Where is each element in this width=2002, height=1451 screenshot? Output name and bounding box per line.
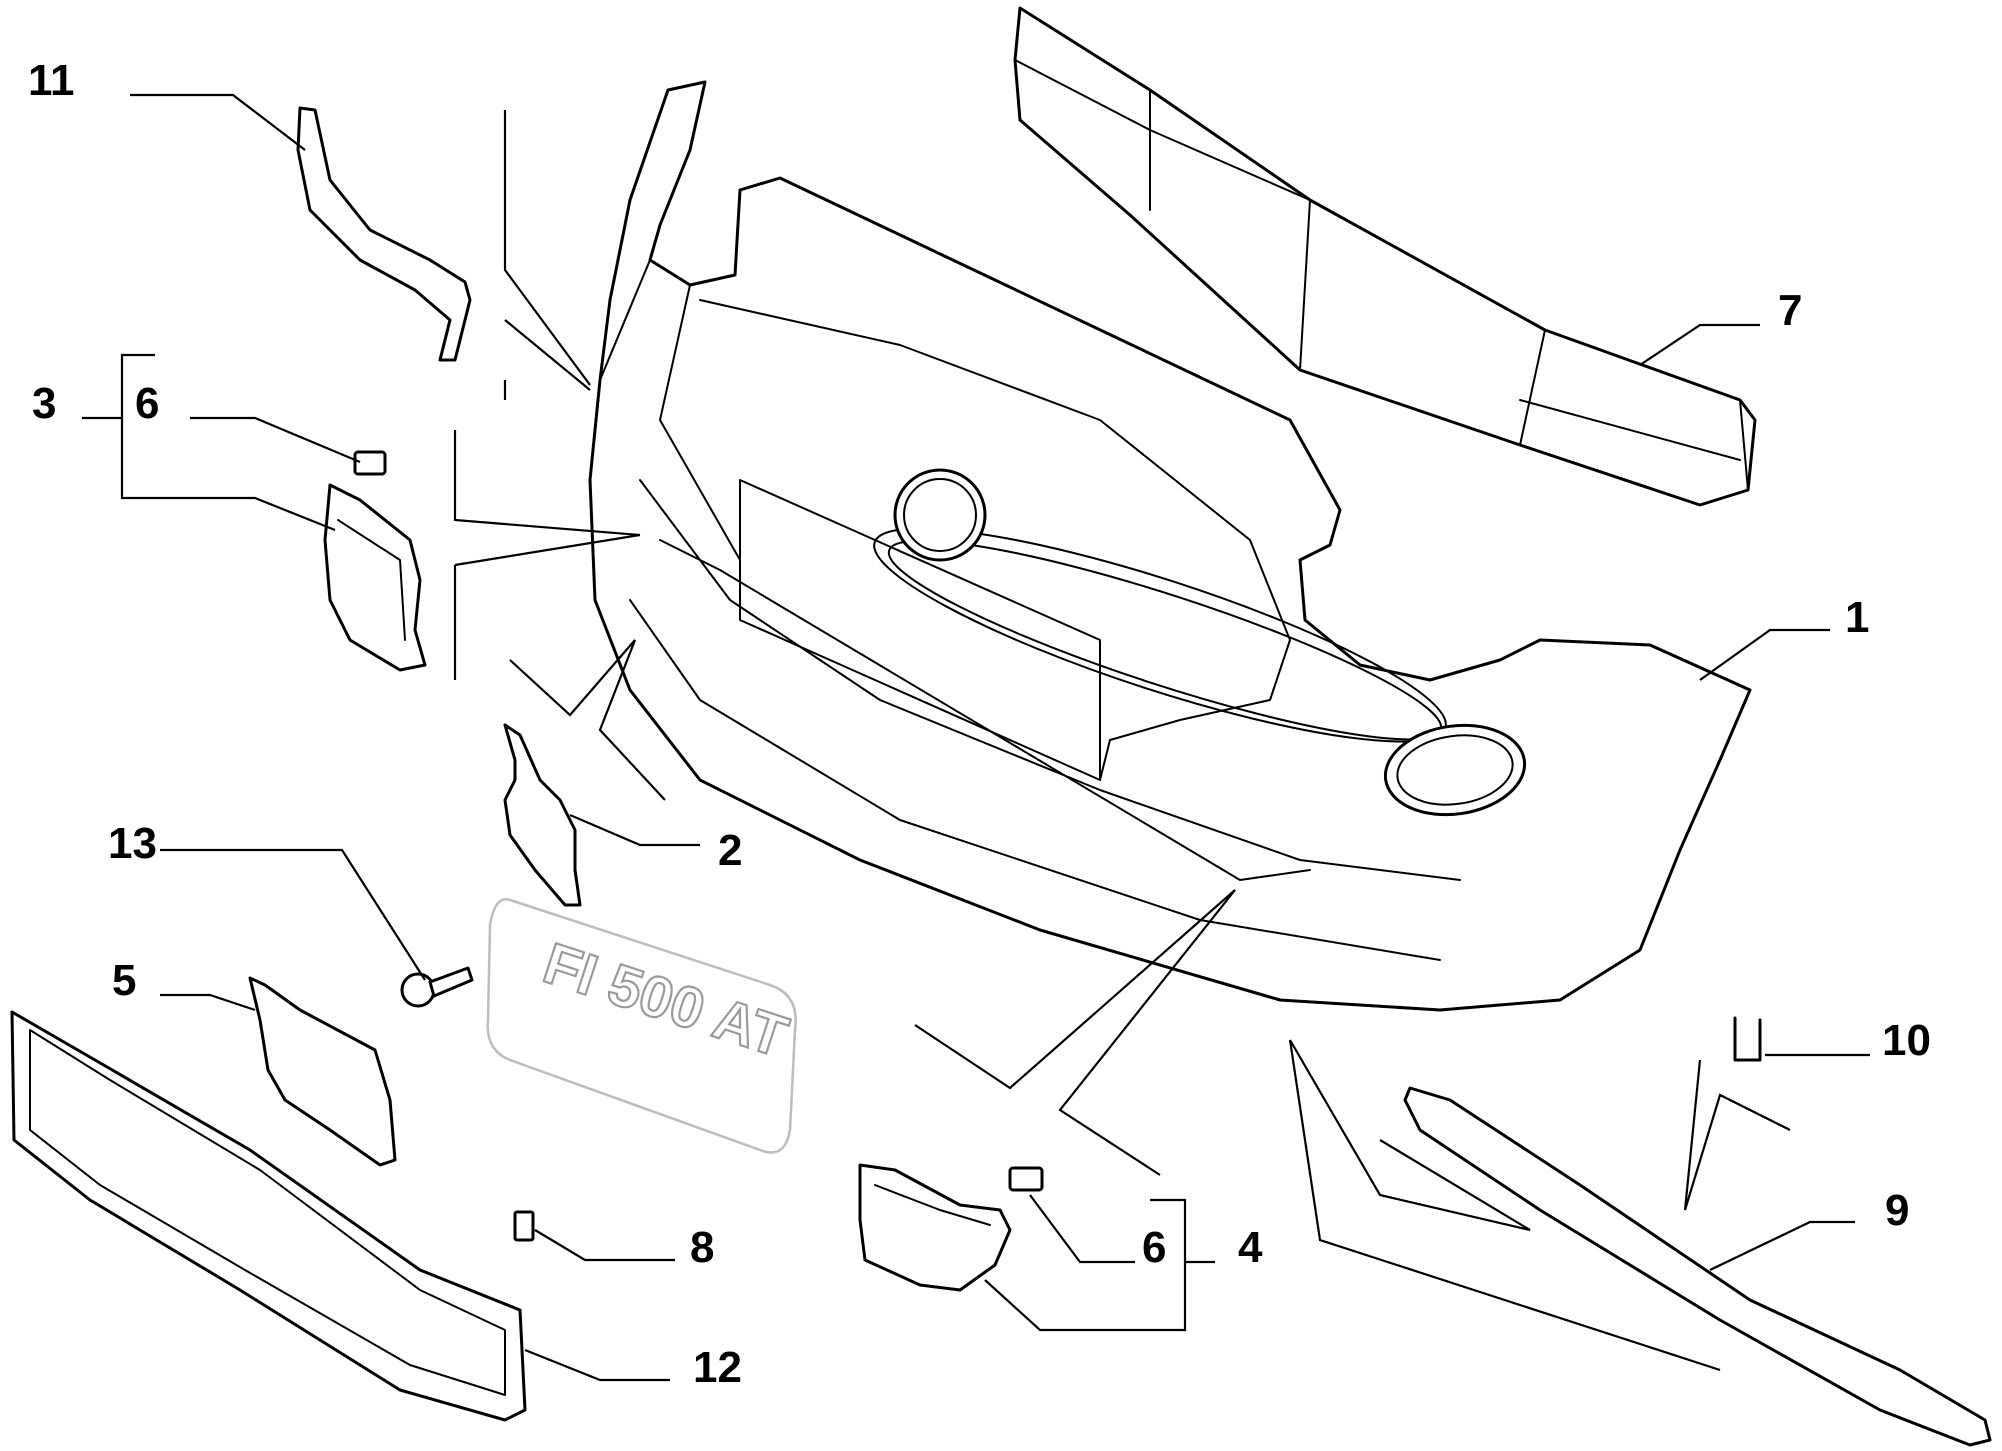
leader-12	[524, 1348, 670, 1382]
callout-12: 12	[693, 1343, 742, 1392]
part-6-clip-left	[353, 450, 387, 476]
callout-11: 11	[28, 56, 75, 105]
leader-1-lines	[453, 110, 666, 801]
leader-13	[160, 848, 426, 981]
leader-3	[155, 496, 336, 532]
part-2-tow-hook-cover	[503, 723, 582, 907]
leader-4-bracket	[984, 1198, 1215, 1332]
callout-2: 2	[718, 826, 742, 875]
leader-7	[1639, 323, 1760, 366]
leader-6-right	[1029, 1194, 1135, 1264]
callout-5: 5	[112, 956, 136, 1005]
part-10-u-clip	[1733, 1016, 1762, 1062]
part-5-grille-frame	[248, 976, 397, 1167]
callout-1: 1	[1845, 593, 1869, 642]
callout-10: 10	[1882, 1016, 1931, 1065]
callout-6-right: 6	[1142, 1223, 1166, 1272]
callout-labels: 11 3 6 2 13 5 8 12 6 4 7 1 10 9	[28, 56, 1931, 1392]
leader-6-left	[190, 416, 361, 464]
leader-8	[534, 1229, 675, 1262]
callout-9: 9	[1885, 1186, 1909, 1235]
leader-lines	[82, 93, 1870, 1382]
leader-1	[1699, 628, 1830, 681]
leader-4-lines	[914, 889, 1236, 1176]
leader-9-lines	[1288, 1039, 1791, 1372]
license-plate: FI 500 AT	[486, 898, 797, 1154]
callout-6-left: 6	[135, 379, 159, 428]
part-1-front-bumper	[588, 80, 1752, 1012]
leader-5	[160, 993, 256, 1012]
leader-9	[1709, 1220, 1855, 1271]
callout-13: 13	[108, 819, 157, 868]
callout-8: 8	[690, 1223, 714, 1272]
leader-11	[130, 93, 306, 151]
part-3-side-cover	[323, 483, 427, 672]
part-12-lower-grille	[10, 1010, 527, 1422]
part-4-side-cover	[858, 1163, 1012, 1292]
part-13-screw	[400, 966, 474, 1008]
part-6-clip-right	[1008, 1166, 1044, 1192]
part-7-bumper-beam	[1013, 6, 1757, 507]
callout-3: 3	[32, 379, 56, 428]
leader-2	[569, 813, 700, 847]
part-11-trim-strip	[296, 106, 472, 362]
callout-7: 7	[1778, 286, 1802, 335]
leader-3-bracket	[82, 353, 155, 500]
part-8-clip	[513, 1210, 535, 1242]
part-9-lower-strip	[1403, 1086, 1992, 1447]
callout-4: 4	[1238, 1223, 1263, 1272]
